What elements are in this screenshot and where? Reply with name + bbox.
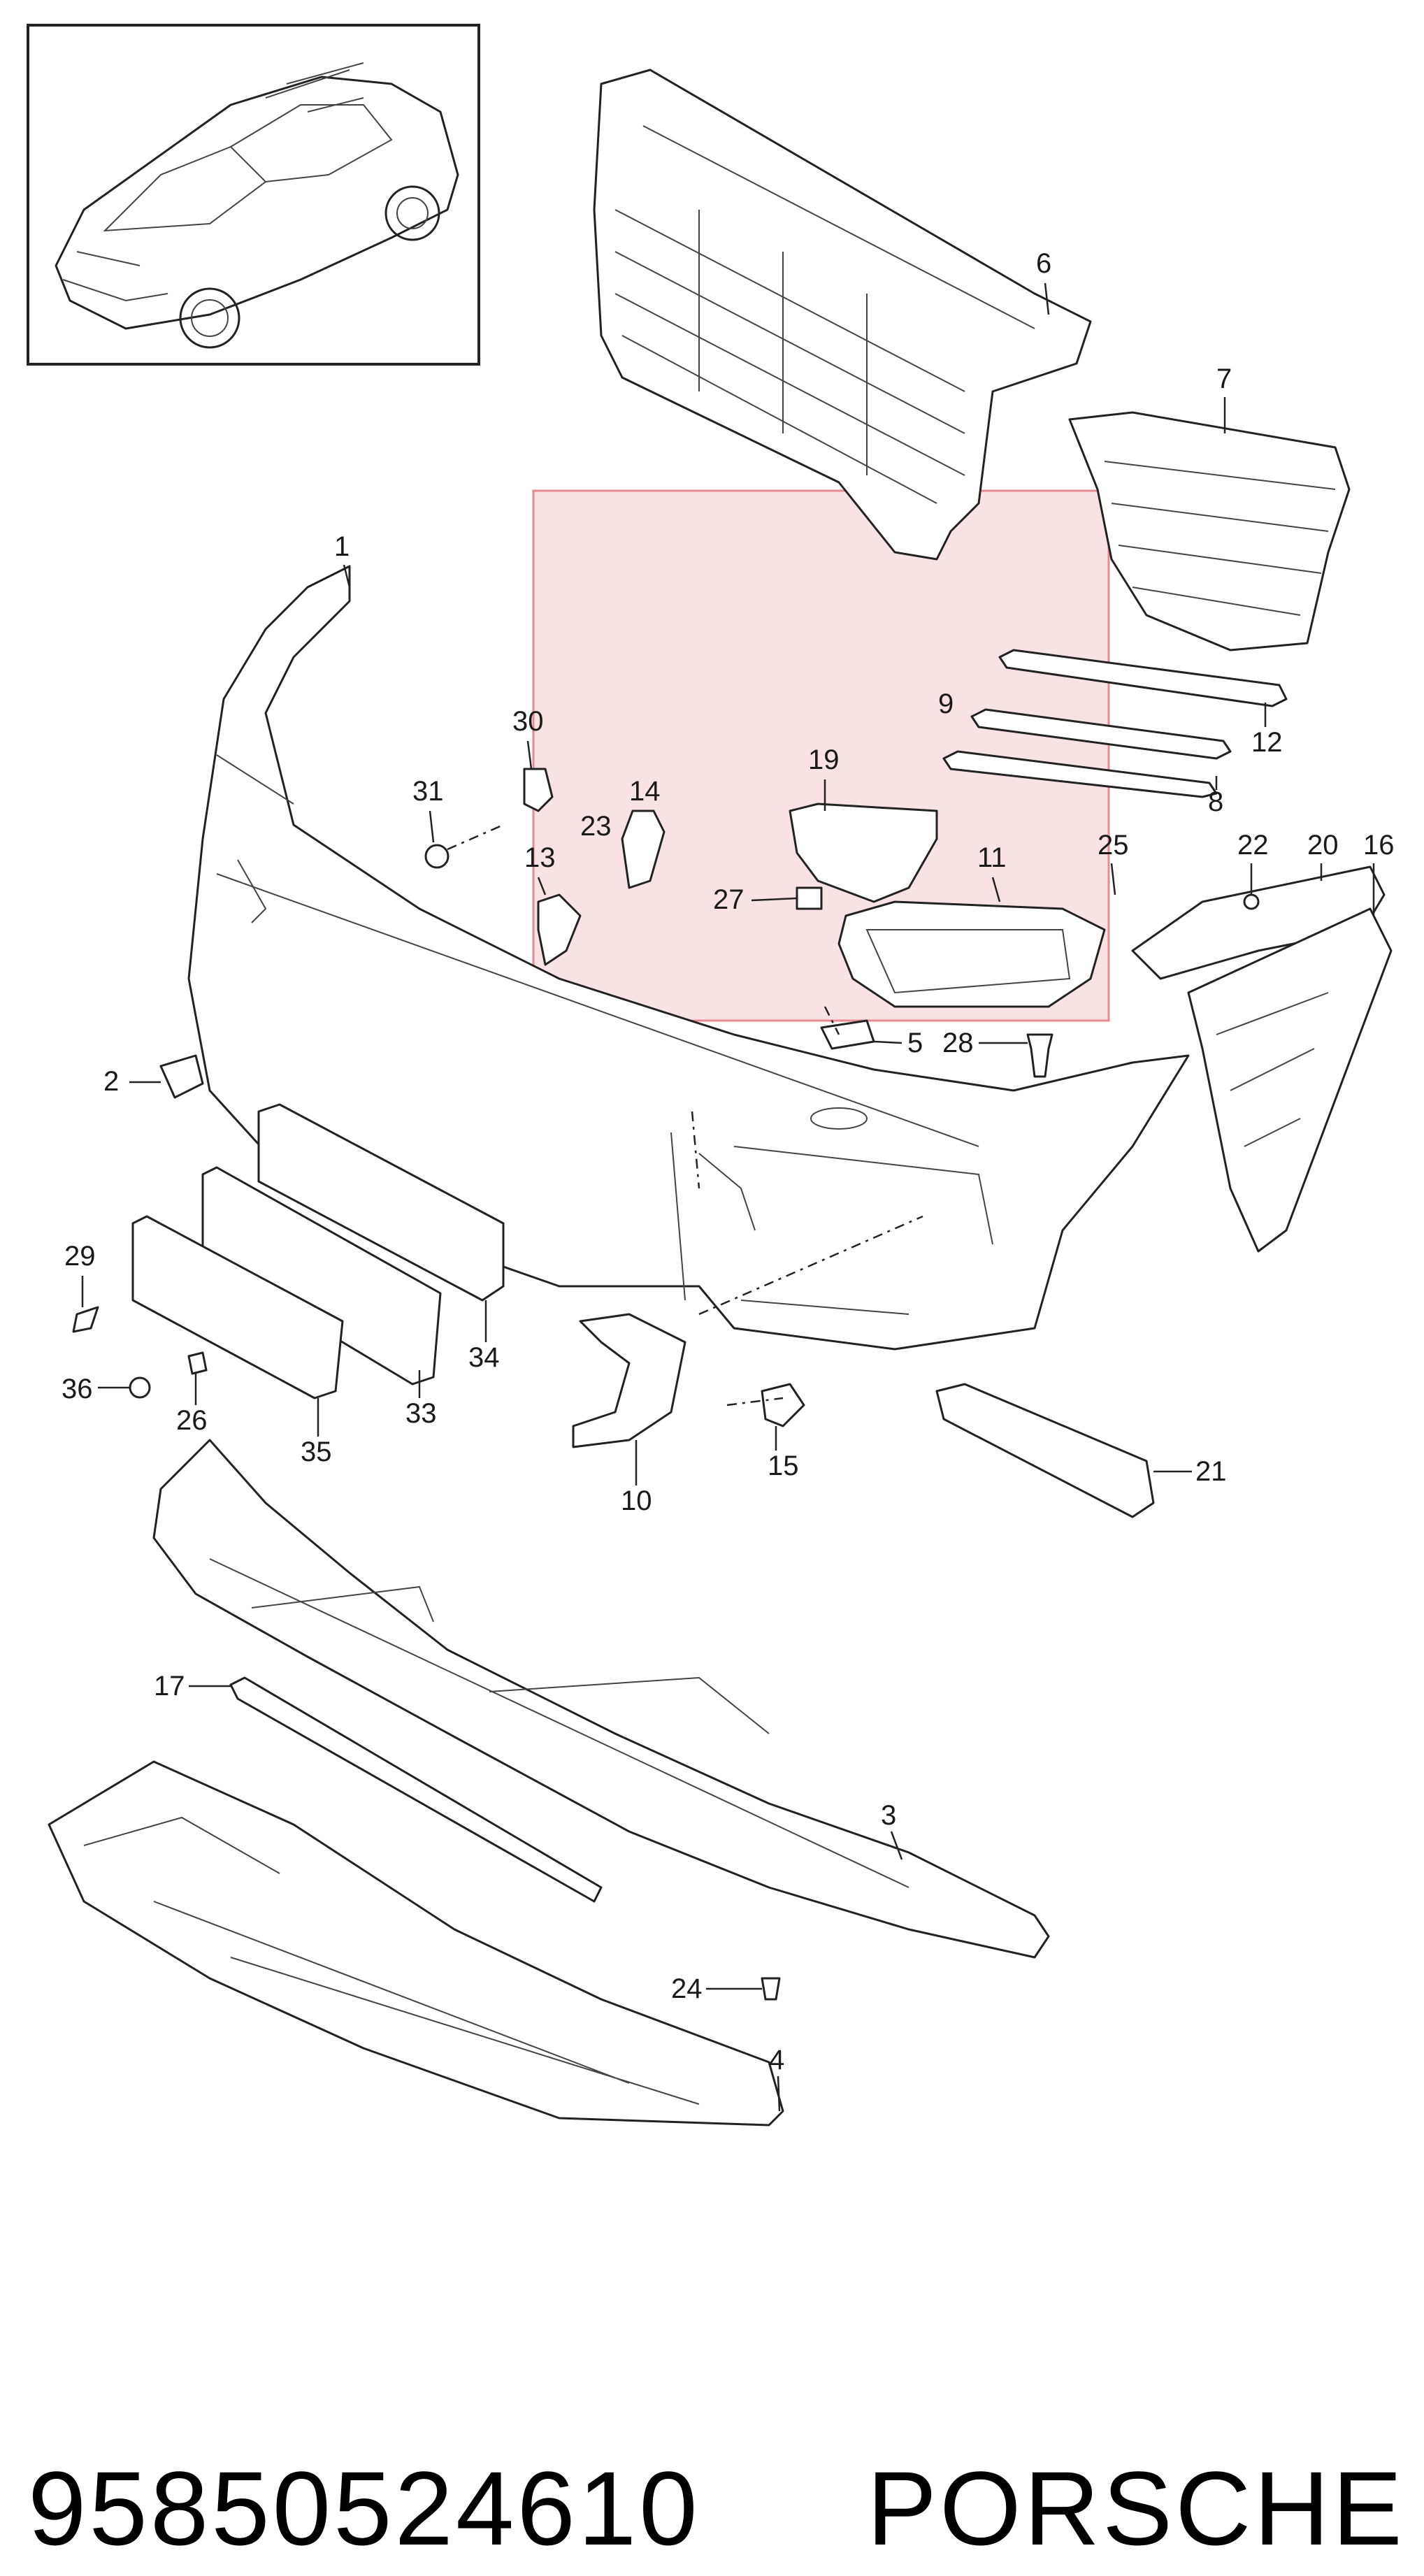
callout-24: 24: [671, 1973, 703, 2004]
callout-3: 3: [881, 1800, 896, 1831]
trim-strips: [942, 649, 1288, 798]
callout-10: 10: [621, 1485, 652, 1516]
part-21-strip: [935, 1383, 1155, 1518]
callout-33: 33: [405, 1398, 437, 1429]
callout-26: 26: [176, 1405, 208, 1436]
part-17-strip: [229, 1676, 603, 1903]
callout-36: 36: [62, 1374, 93, 1404]
part-19-bracket: [789, 803, 938, 903]
small-parts-highlight: [523, 768, 823, 966]
callout-4: 4: [769, 2045, 784, 2075]
part-16-bracket: [1187, 907, 1393, 1253]
vehicle-thumbnail: [27, 24, 480, 366]
callout-23: 23: [580, 811, 612, 842]
part-3-lower-spoiler: [152, 1439, 1050, 1959]
part-4-undertray: [48, 1760, 784, 2127]
callout-20: 20: [1307, 830, 1339, 861]
part-11-light-surround: [837, 900, 1106, 1008]
footer: 95850524610 PORSCHE: [28, 2449, 1405, 2567]
callout-34: 34: [468, 1342, 500, 1373]
callout-14: 14: [629, 776, 661, 807]
part-15-clip: [761, 1383, 805, 1427]
callout-30: 30: [512, 706, 544, 737]
plate-brackets: [131, 1103, 505, 1399]
callout-11: 11: [977, 842, 1007, 873]
callout-17: 17: [154, 1671, 185, 1701]
callout-25: 25: [1098, 830, 1129, 861]
part-7-side-grille: [1068, 411, 1351, 652]
callout-15: 15: [768, 1451, 799, 1481]
callout-28: 28: [942, 1028, 974, 1058]
callout-22: 22: [1237, 830, 1269, 861]
callout-35: 35: [301, 1437, 332, 1467]
callout-2: 2: [103, 1066, 119, 1097]
callout-6: 6: [1036, 248, 1051, 279]
callout-12: 12: [1251, 727, 1283, 758]
callout-31: 31: [412, 776, 444, 807]
callout-5: 5: [907, 1028, 923, 1058]
brand-name: PORSCHE: [867, 2449, 1405, 2567]
callout-16: 16: [1363, 830, 1395, 861]
assembly-lines: [447, 823, 923, 1406]
callout-1: 1: [334, 531, 350, 562]
callout-7: 7: [1216, 364, 1232, 394]
part-10-trim: [572, 1313, 686, 1448]
callout-29: 29: [64, 1241, 96, 1272]
part-1-bumper-cover: [187, 565, 1190, 1351]
callout-labels: 1 2 3 4 5 6 7 8 9 10 11 12 13 14 15 16 1…: [62, 248, 1395, 2112]
callout-8: 8: [1208, 786, 1223, 817]
callout-19: 19: [808, 744, 840, 775]
part-6-grille: [593, 69, 1092, 561]
callout-21: 21: [1195, 1456, 1227, 1487]
callout-13: 13: [524, 842, 556, 873]
callout-9: 9: [938, 689, 954, 719]
callout-27: 27: [713, 884, 745, 915]
part-number: 95850524610: [28, 2449, 700, 2567]
